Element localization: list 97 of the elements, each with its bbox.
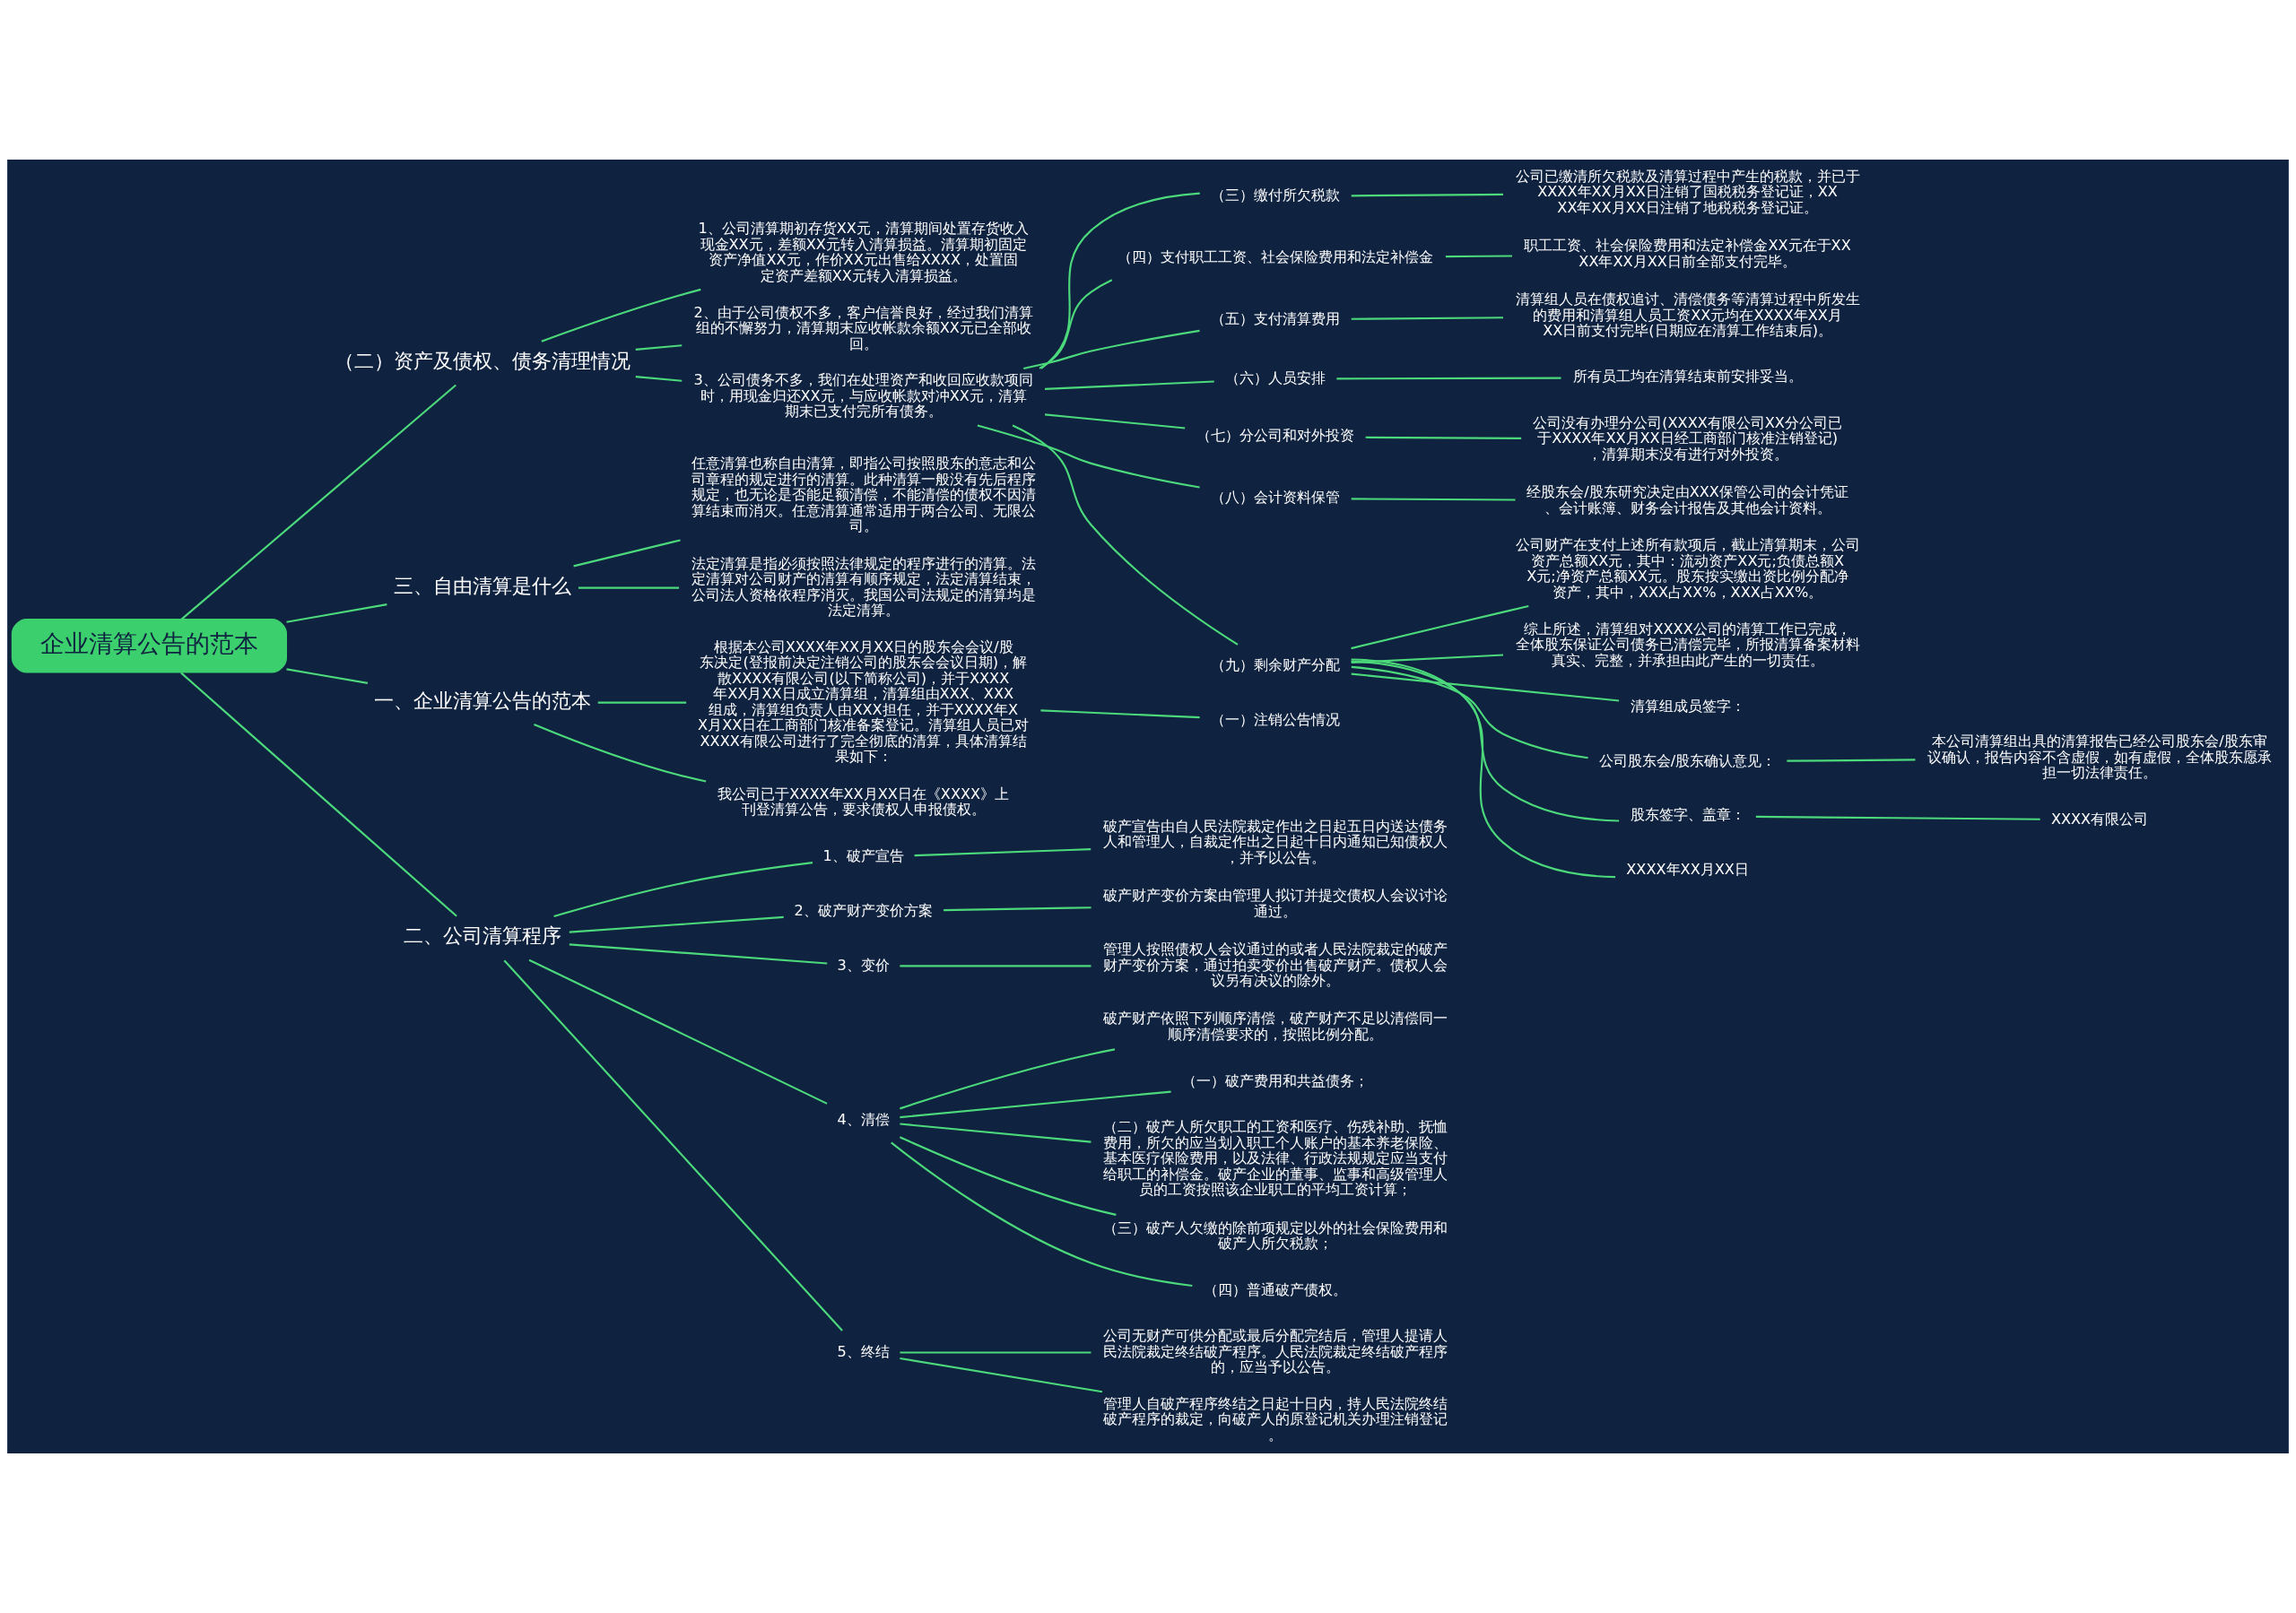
node-text: 公司财产在支付上述所有款项后，截止清算期末，公司资产总额XX元，其中：流动资产XX元;负债总额XX元;净资产总额XX元。股东按实缴出资比例分配净资产，其中，XXX占XX%，XXX占XX%。 [1515, 536, 1860, 601]
node-text: XXXX有限公司 [2050, 810, 2149, 828]
connector [1351, 654, 1504, 664]
node-text: 管理人按照债权人会议通过的或者人民法院裁定的破产财产变价方案，通过拍卖变价出售破产财产。债权人会议另有决议的除外。 [1103, 941, 1448, 990]
connector [1045, 380, 1214, 390]
node-text: 本公司清算组出具的清算报告已经公司股东会/股东审议确认，报告内容不含虚假，如有虚假，全体股东愿承担一切法律责任。 [1927, 733, 2273, 782]
connector [1023, 329, 1200, 370]
connector [1755, 815, 2040, 820]
node-text: 经股东会/股东研究决定由XXX保管公司的会计凭证、会计账簿、财务会计报告及其他会计资料。 [1526, 483, 1848, 516]
connector [1336, 377, 1561, 380]
node-text: 职工工资、社会保险费用和法定补偿金XX元在于XXXX年XX月XX日前全部支付完毕。 [1524, 237, 1851, 270]
connector [569, 943, 828, 965]
node-text: 所有员工均在清算结束前安排妥当。 [1572, 368, 1803, 386]
node-text: 破产财产依照下列顺序清偿，破产财产不足以清偿同一顺序清偿要求的，按照比例分配。 [1103, 1010, 1448, 1043]
node-text: 公司股东会/股东确认意见： [1598, 751, 1777, 769]
connector [1351, 665, 1588, 759]
node-text: 三、自由清算是什么 [394, 574, 572, 597]
connector [1040, 192, 1200, 369]
connector [541, 288, 701, 343]
connector [553, 862, 813, 918]
node-text: 公司没有办理分公司(XXXX有限公司XX分公司已于XXXX年XX月XX日经工商部门核准注销登记)，清算期末没有进行对外投资。 [1533, 413, 1842, 463]
connector [944, 906, 1091, 912]
node-text: （七）分公司和对外投资 [1196, 427, 1355, 445]
connector [900, 965, 1091, 967]
node-text: 综上所述，清算组对XXXX公司的清算工作已完成，全体股东保证公司债务已清偿完毕，所报清算备案材料真实、完整，并承担由此产生的一切责任。 [1515, 620, 1860, 669]
connector [891, 1141, 1193, 1288]
connector [900, 1357, 1103, 1393]
connector [180, 384, 457, 620]
connector [1351, 317, 1504, 320]
connector [573, 539, 681, 568]
node-text: 破产宣告由自人民法院裁定作出之日起五日内送达债务人和管理人，自裁定作出之日起十日内通知已知债权人，并予以公告。 [1103, 817, 1448, 866]
node-text: （四）支付职工工资、社会保险费用和法定补偿金 [1118, 247, 1434, 265]
connector [1351, 604, 1529, 650]
node-text: 任意清算也称自由清算，即指公司按照股东的意志和公司章程的规定进行的清算。此种清算一般没有先后程序规定，也无论是否能足额清偿，不能清偿的债权不因清算结束而消灭。任意清算通常适用于两合公司、无限公司。 [691, 455, 1036, 535]
node-text: 1、破产宣告 [822, 847, 904, 865]
connector [1044, 413, 1186, 429]
connector [900, 1351, 1091, 1354]
connector [1012, 424, 1239, 646]
node-text: 2、破产财产变价方案 [794, 901, 933, 919]
connector [180, 672, 457, 917]
node-text: 3、公司债务不多，我们在处理资产和收回应收款项同时，用现金归还XX元，与应收帐款对冲XX元，清算期末已支付完所有债务。 [693, 371, 1033, 421]
node-text: 我公司已于XXXX年XX月XX日在《XXXX》上刊登清算公告，要求债权人申报债权。 [718, 785, 1010, 819]
connector [635, 376, 683, 382]
node-box: 企业清算公告的范本 [11, 619, 288, 673]
node-text: （六）人员安排 [1225, 369, 1326, 386]
node-text: 法定清算是指必须按照法律规定的程序进行的清算。法定清算对公司财产的清算有顺序规定，法定清算结束，公司法人资格依程序消灭。我国公司法规定的清算均是法定清算。 [691, 554, 1036, 620]
node-text: XXXX年XX月XX日 [1626, 861, 1749, 879]
connector [578, 586, 680, 589]
connector [914, 848, 1091, 857]
connector [1445, 255, 1512, 258]
node-text: 3、变价 [837, 956, 890, 974]
node-text: 5、终结 [837, 1342, 890, 1360]
connector [1039, 279, 1113, 369]
node-text: 2、由于公司债权不多，客户信誉良好，经过我们清算组的不懈努力，清算期末应收帐款余额XX元已全部收回。 [693, 303, 1033, 352]
node-text: 公司无财产可供分配或最后分配完结后，管理人提请人民法院裁定终结破产程序。人民法院裁定终结破产程序的，应当予以公告。 [1103, 1327, 1448, 1376]
node-text: （四）普通破产债权。 [1204, 1280, 1348, 1298]
node-text: 清算组人员在债权追讨、清偿债务等清算过程中所发生的费用和清算组人员工资XX元均在XXXX年XX月XX日前支付完毕(日期应在清算工作结束后)。 [1515, 291, 1860, 340]
connector [1351, 193, 1504, 197]
connector [635, 344, 683, 351]
node-text: （三）破产人欠缴的除前项规定以外的社会保险费用和破产人所欠税款； [1103, 1218, 1448, 1253]
node-text: （三）缴付所欠税款 [1211, 186, 1341, 204]
connector [528, 958, 828, 1105]
connector [1351, 498, 1516, 501]
node-text: 公司已缴清所欠税款及清算过程中产生的税款，并已于XXXX年XX月XX日注销了国税税务登记证，XXXX年XX月XX日注销了地税税务登记证。 [1515, 167, 1860, 216]
node-text: 股东签字、盖章： [1630, 806, 1745, 824]
connector [1040, 709, 1200, 719]
node-text: （二）破产人所欠职工的工资和医疗、伤残补助、抚恤费用，所欠的应当划入职工个人账户的基本养老保险、基本医疗保险费用，以及法律、行政法规规定应当支付给职工的补偿金。破产企业的董事、监事和高级管理人员的工资按照该企业职工的平均工资计算； [1103, 1118, 1448, 1199]
node-text: 4、清偿 [837, 1110, 890, 1128]
connector [534, 724, 707, 783]
connector [1365, 436, 1522, 439]
connector [503, 959, 843, 1331]
node-text: （一）破产费用和共益债务； [1182, 1071, 1370, 1089]
connector [899, 1136, 1117, 1216]
connector [900, 1048, 1116, 1110]
node-text: 管理人自破产程序终结之日起十日内，持人民法院终结破产程序的裁定，向破产人的原登记机关办理注销登记。 [1103, 1394, 1448, 1444]
node-text: 二、公司清算程序 [404, 924, 562, 948]
connector [1351, 672, 1620, 702]
node-text: （一）注销公告情况 [1211, 711, 1341, 729]
node-text: 清算组成员签字： [1630, 698, 1745, 715]
connector [1351, 658, 1616, 879]
connector [286, 603, 387, 623]
connector [569, 915, 784, 933]
node-text: 1、公司清算期初存货XX元，清算期间处置存货收入现金XX元，差额XX元转入清算损益。清算期初固定资产净值XX元，作价XX元出售给XXXX，处置固定资产差额XX元转入清算损益。 [698, 220, 1029, 284]
node-text: 根据本公司XXXX年XX月XX日的股东会会议/股东决定(登报前决定注销公司的股东会会议日期)，解散XXXX有限公司(以下简称公司)，并于XXXX年XX月XX日成立清算组，清算组由XXX、XXX组成，清算组负责人由XXX担任，并于XXXX年XX月XX日在工商部门核准备案登记。清算组人员已对XXXX有限公司进行了完全彻底的清算，具体清算结果如下： [698, 637, 1030, 766]
connector [977, 424, 1200, 489]
node-text: （九）剩余财产分配 [1211, 656, 1341, 674]
connector [1351, 660, 1620, 822]
node-text: （八）会计资料保管 [1211, 489, 1341, 507]
connector [286, 668, 369, 684]
connector [597, 701, 687, 704]
connector [900, 1123, 1091, 1143]
connector [1787, 759, 1916, 762]
node-text: （五）支付清算费用 [1211, 309, 1341, 327]
connector [900, 1090, 1171, 1119]
node-text: 破产财产变价方案由管理人拟订并提交债权人会议讨论通过。 [1103, 887, 1448, 920]
node-text: 一、企业清算公告的范本 [374, 689, 592, 712]
node-text: （二）资产及债权、债务清理情况 [335, 350, 631, 373]
